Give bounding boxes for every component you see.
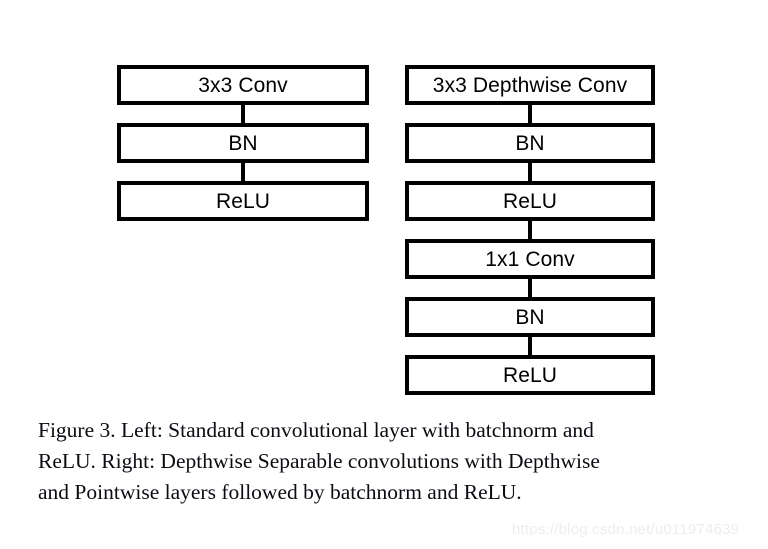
block-3x3-conv: 3x3 Conv	[117, 65, 369, 105]
architecture-diagram: 3x3 Conv BN ReLU 3x3 Depthwise Conv BN	[117, 65, 655, 395]
caption-line-3: and Pointwise layers followed by batchno…	[38, 480, 522, 504]
node-wrap: BN	[405, 123, 655, 163]
caption-line-1: Figure 3. Left: Standard convolutional l…	[38, 418, 594, 442]
block-3x3-depthwise-conv: 3x3 Depthwise Conv	[405, 65, 655, 105]
diagram-column-depthwise-separable-convolution: 3x3 Depthwise Conv BN ReLU 1x1 Conv BN R…	[405, 65, 655, 395]
block-1x1-conv: 1x1 Conv	[405, 239, 655, 279]
node-wrap: BN	[117, 123, 369, 163]
diagram-column-standard-convolution: 3x3 Conv BN ReLU	[117, 65, 369, 221]
caption-line-2: ReLU. Right: Depthwise Separable convolu…	[38, 449, 600, 473]
connector-arrow	[405, 221, 655, 239]
block-bn-2: BN	[405, 297, 655, 337]
connector-arrow	[405, 105, 655, 123]
connector-arrow	[405, 279, 655, 297]
block-relu: ReLU	[117, 181, 369, 221]
connector-arrow	[117, 163, 369, 181]
connector-arrow	[405, 337, 655, 355]
node-wrap: ReLU	[405, 355, 655, 395]
node-wrap: 3x3 Depthwise Conv	[405, 65, 655, 105]
block-relu-1: ReLU	[405, 181, 655, 221]
block-bn: BN	[117, 123, 369, 163]
node-wrap: ReLU	[405, 181, 655, 221]
watermark-url: https://blog.csdn.net/u011974639	[512, 521, 740, 538]
figure-caption: Figure 3. Left: Standard convolutional l…	[38, 415, 738, 508]
block-bn-1: BN	[405, 123, 655, 163]
node-wrap: 3x3 Conv	[117, 65, 369, 105]
node-wrap: BN	[405, 297, 655, 337]
connector-arrow	[405, 163, 655, 181]
node-wrap: ReLU	[117, 181, 369, 221]
connector-arrow	[117, 105, 369, 123]
node-wrap: 1x1 Conv	[405, 239, 655, 279]
block-relu-2: ReLU	[405, 355, 655, 395]
